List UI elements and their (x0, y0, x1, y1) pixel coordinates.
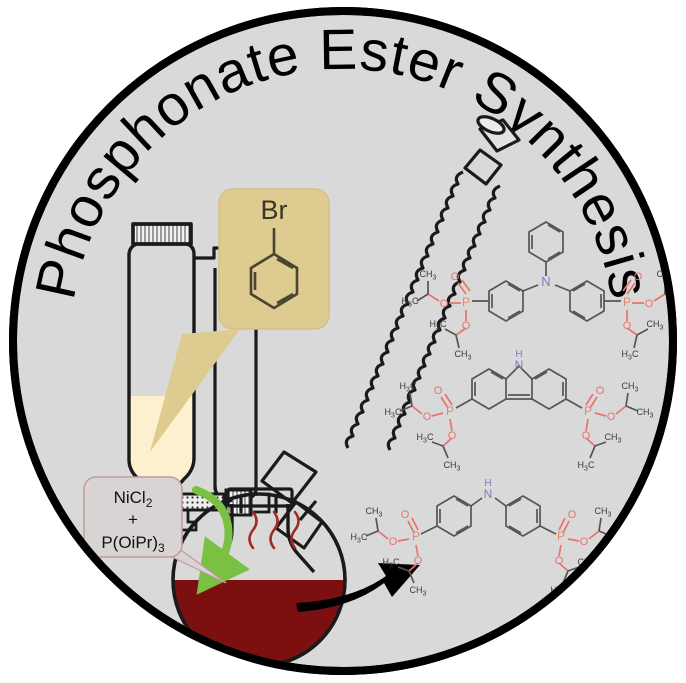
tpa-left-phosphonate (427, 279, 471, 336)
dpa-nitrogen-label: N (484, 487, 493, 501)
methyl-label: H3C (351, 532, 368, 545)
tpa-left-o-1: O (440, 298, 449, 310)
tpa-left-o-double: O (451, 271, 460, 283)
product-carbazole: N H P O O O P O O O H3C H3C H3C CH3 CH3 … (385, 349, 654, 473)
dpa-left-p-bond (420, 525, 438, 535)
tpa-right-o-2: O (623, 320, 632, 332)
cbz-pyrrole (505, 365, 533, 380)
tpa-left-o-2: O (462, 320, 471, 332)
dpa-right-p-bond (539, 525, 557, 535)
reagent-flow-arrow (192, 486, 250, 595)
condenser-upper-joint (463, 148, 503, 186)
cbz-left-phosphonate (411, 393, 453, 447)
tpa-right-phosphonate (622, 279, 666, 336)
bromine-label: Br (261, 195, 288, 225)
dpa-right-o-1: O (580, 536, 589, 548)
dpa-right-o-2: O (555, 555, 564, 567)
condenser-rim (476, 115, 506, 135)
methyl-label: H3C (400, 381, 417, 394)
heat-mark (290, 510, 300, 550)
flask-neck-collar (226, 487, 294, 508)
reagent-line-phosphite: P(OiPr)3 (101, 533, 165, 555)
heat-mark (248, 510, 258, 550)
addition-funnel (127, 222, 258, 503)
tpa-right-o-double: O (634, 271, 643, 283)
cbz-right-phosphonate (585, 393, 627, 447)
callout-substrate: Br (150, 188, 330, 452)
cbz-right-p-bond (565, 398, 583, 409)
methyl-label: H3C (430, 319, 447, 332)
cbz-right-o-double: O (596, 385, 605, 397)
methyl-label: CH3 (675, 296, 686, 309)
methyl-label: H3C (383, 557, 400, 570)
heat-mark (269, 510, 279, 550)
cbz-left-p-label: P (446, 404, 454, 418)
tpa-right-phenyl (569, 280, 605, 322)
cbz-nitrogen-label: N (515, 358, 524, 372)
callout-reagents-box (83, 476, 183, 558)
reagent-plus-sign: + (128, 510, 138, 529)
product-arrow (296, 563, 420, 612)
methyl-label: H3C (402, 296, 419, 309)
methyl-label: CH3 (410, 585, 427, 598)
tpa-left-p-label: P (462, 295, 470, 309)
tpa-right-p-label: P (623, 295, 631, 309)
cbz-right-o-2: O (582, 430, 591, 442)
dpa-left-phosphonate (377, 517, 419, 572)
dpa-nh-label: H (484, 478, 491, 489)
cbz-nh-label: H (515, 349, 522, 360)
product-triphenylamine: N P O O O P O O O CH3 H3C H3C CH3 CH3 CH… (402, 221, 686, 362)
methyl-label: H3C (417, 432, 434, 445)
reagent-line-nicl2: NiCl2 (114, 488, 153, 510)
callout-reagents: NiCl2 + P(OiPr)3 (83, 476, 227, 584)
dpa-left-p-label: P (412, 529, 420, 543)
dpa-right-o-double: O (568, 509, 577, 521)
funnel-stopper (131, 222, 193, 246)
cbz-right-o-1: O (607, 411, 616, 423)
dpa-left-o-1: O (389, 536, 398, 548)
methyl-label: CH3 (420, 269, 437, 282)
methyl-label: H3C (385, 407, 402, 420)
methyl-label: CH3 (444, 460, 461, 473)
tpa-left-phenyl (488, 280, 524, 322)
cbz-left-o-1: O (423, 411, 432, 423)
bromobenzene-ring (249, 228, 299, 310)
cbz-right-p-label: P (584, 404, 592, 418)
cbz-left-o-2: O (448, 430, 457, 442)
dpa-right-phosphonate (558, 517, 600, 572)
dpa-left-o-2: O (414, 555, 423, 567)
dpa-left-o-double: O (401, 509, 410, 521)
cbz-left-o-double: O (434, 385, 443, 397)
tpa-nitrogen-label: N (541, 274, 550, 289)
tpa-right-o-1: O (645, 298, 654, 310)
methyl-label: H3C (622, 349, 639, 362)
methyl-label: CH3 (647, 319, 664, 332)
dpa-right-p-label: P (557, 529, 565, 543)
methyl-label: CH3 (366, 506, 383, 519)
condenser-left-wall (344, 170, 464, 449)
methyl-label: CH3 (595, 506, 612, 519)
condenser-right-wall (386, 184, 501, 451)
methyl-label: CH3 (605, 432, 622, 445)
heat-marks (248, 510, 300, 550)
callout-substrate-tail (150, 329, 240, 452)
methyl-label: CH3 (622, 381, 639, 394)
methyl-label: H3C (578, 460, 595, 473)
funnel-stopper-outline (131, 222, 193, 246)
methyl-label: CH3 (637, 407, 654, 420)
methyl-label: CH3 (455, 349, 472, 362)
funnel-liquid (129, 396, 194, 492)
cbz-left-p-bond (455, 398, 473, 409)
callout-substrate-box (218, 188, 330, 330)
outer-circle-rim (9, 7, 677, 675)
